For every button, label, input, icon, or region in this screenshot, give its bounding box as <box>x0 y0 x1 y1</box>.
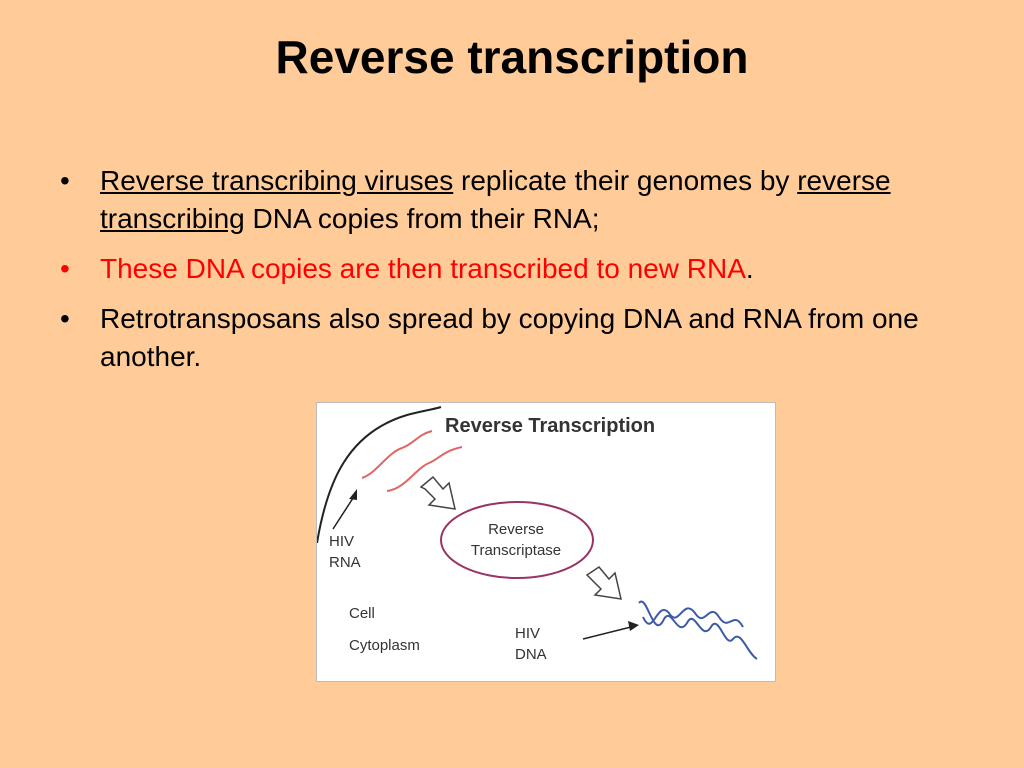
hiv-dna-label: HIV DNA <box>515 623 547 665</box>
bullet-text: DNA copies from their RNA; <box>244 203 600 234</box>
enzyme-label-line: Reverse <box>488 521 544 538</box>
link-reverse-transcribing[interactable]: reverse transcribing <box>100 165 891 234</box>
hiv-rna-label-line: RNA <box>329 554 361 571</box>
diagram-title: Reverse Transcription <box>445 415 656 437</box>
rna-strand-lower <box>386 446 463 492</box>
bullet-marker: • <box>60 253 70 284</box>
cytoplasm-label: Cytoplasm <box>349 637 420 654</box>
enzyme-ellipse <box>440 501 594 579</box>
link-reverse-transcribing-viruses[interactable]: Reverse transcribing viruses <box>100 165 454 196</box>
hollow-arrow-to-enzyme <box>419 475 456 510</box>
dna-pointer-arrow-line <box>582 626 632 640</box>
bullet-list: • Reverse transcribing viruses replicate … <box>60 162 980 388</box>
hiv-dna-label-line: DNA <box>515 646 547 663</box>
rna-pointer-arrow-line <box>332 494 356 530</box>
bullet-marker: • <box>60 303 70 334</box>
bullet-text: These DNA copies are then transcribed to… <box>100 253 746 284</box>
hiv-dna-label-line: HIV <box>515 625 541 642</box>
reverse-transcription-diagram: Reverse Transcription HIV RNA Reverse Tr… <box>316 402 776 682</box>
hiv-rna-label: HIV RNA <box>329 531 361 573</box>
bullet-text: replicate their genomes by <box>453 165 798 196</box>
bullet-item-3: • Retrotransposans also spread by copying… <box>60 300 980 376</box>
dna-pointer-arrow-head <box>628 621 639 631</box>
bullet-marker: • <box>60 165 70 196</box>
bullet-item-2: • These DNA copies are then transcribed t… <box>60 250 980 288</box>
reverse-transcriptase-label: Reverse Transcriptase <box>457 519 575 561</box>
diagram-graphics <box>317 406 758 660</box>
enzyme-label-line: Transcriptase <box>470 542 562 559</box>
slide-title: Reverse transcription <box>275 31 749 83</box>
dna-strand-2 <box>642 607 744 628</box>
cell-membrane-curve <box>317 406 442 544</box>
hiv-rna-label-line: HIV <box>329 533 355 550</box>
cell-label: Cell <box>349 605 375 622</box>
hollow-arrow-to-dna <box>585 566 622 600</box>
dna-strand-1 <box>638 600 758 660</box>
rna-strand-upper <box>361 430 433 479</box>
bullet-item-1: • Reverse transcribing viruses replicate … <box>60 162 980 238</box>
rna-pointer-arrow-head <box>349 489 357 500</box>
bullet-text: Retrotransposans also spread by copying … <box>100 303 919 372</box>
bullet-punctuation: . <box>745 253 754 284</box>
